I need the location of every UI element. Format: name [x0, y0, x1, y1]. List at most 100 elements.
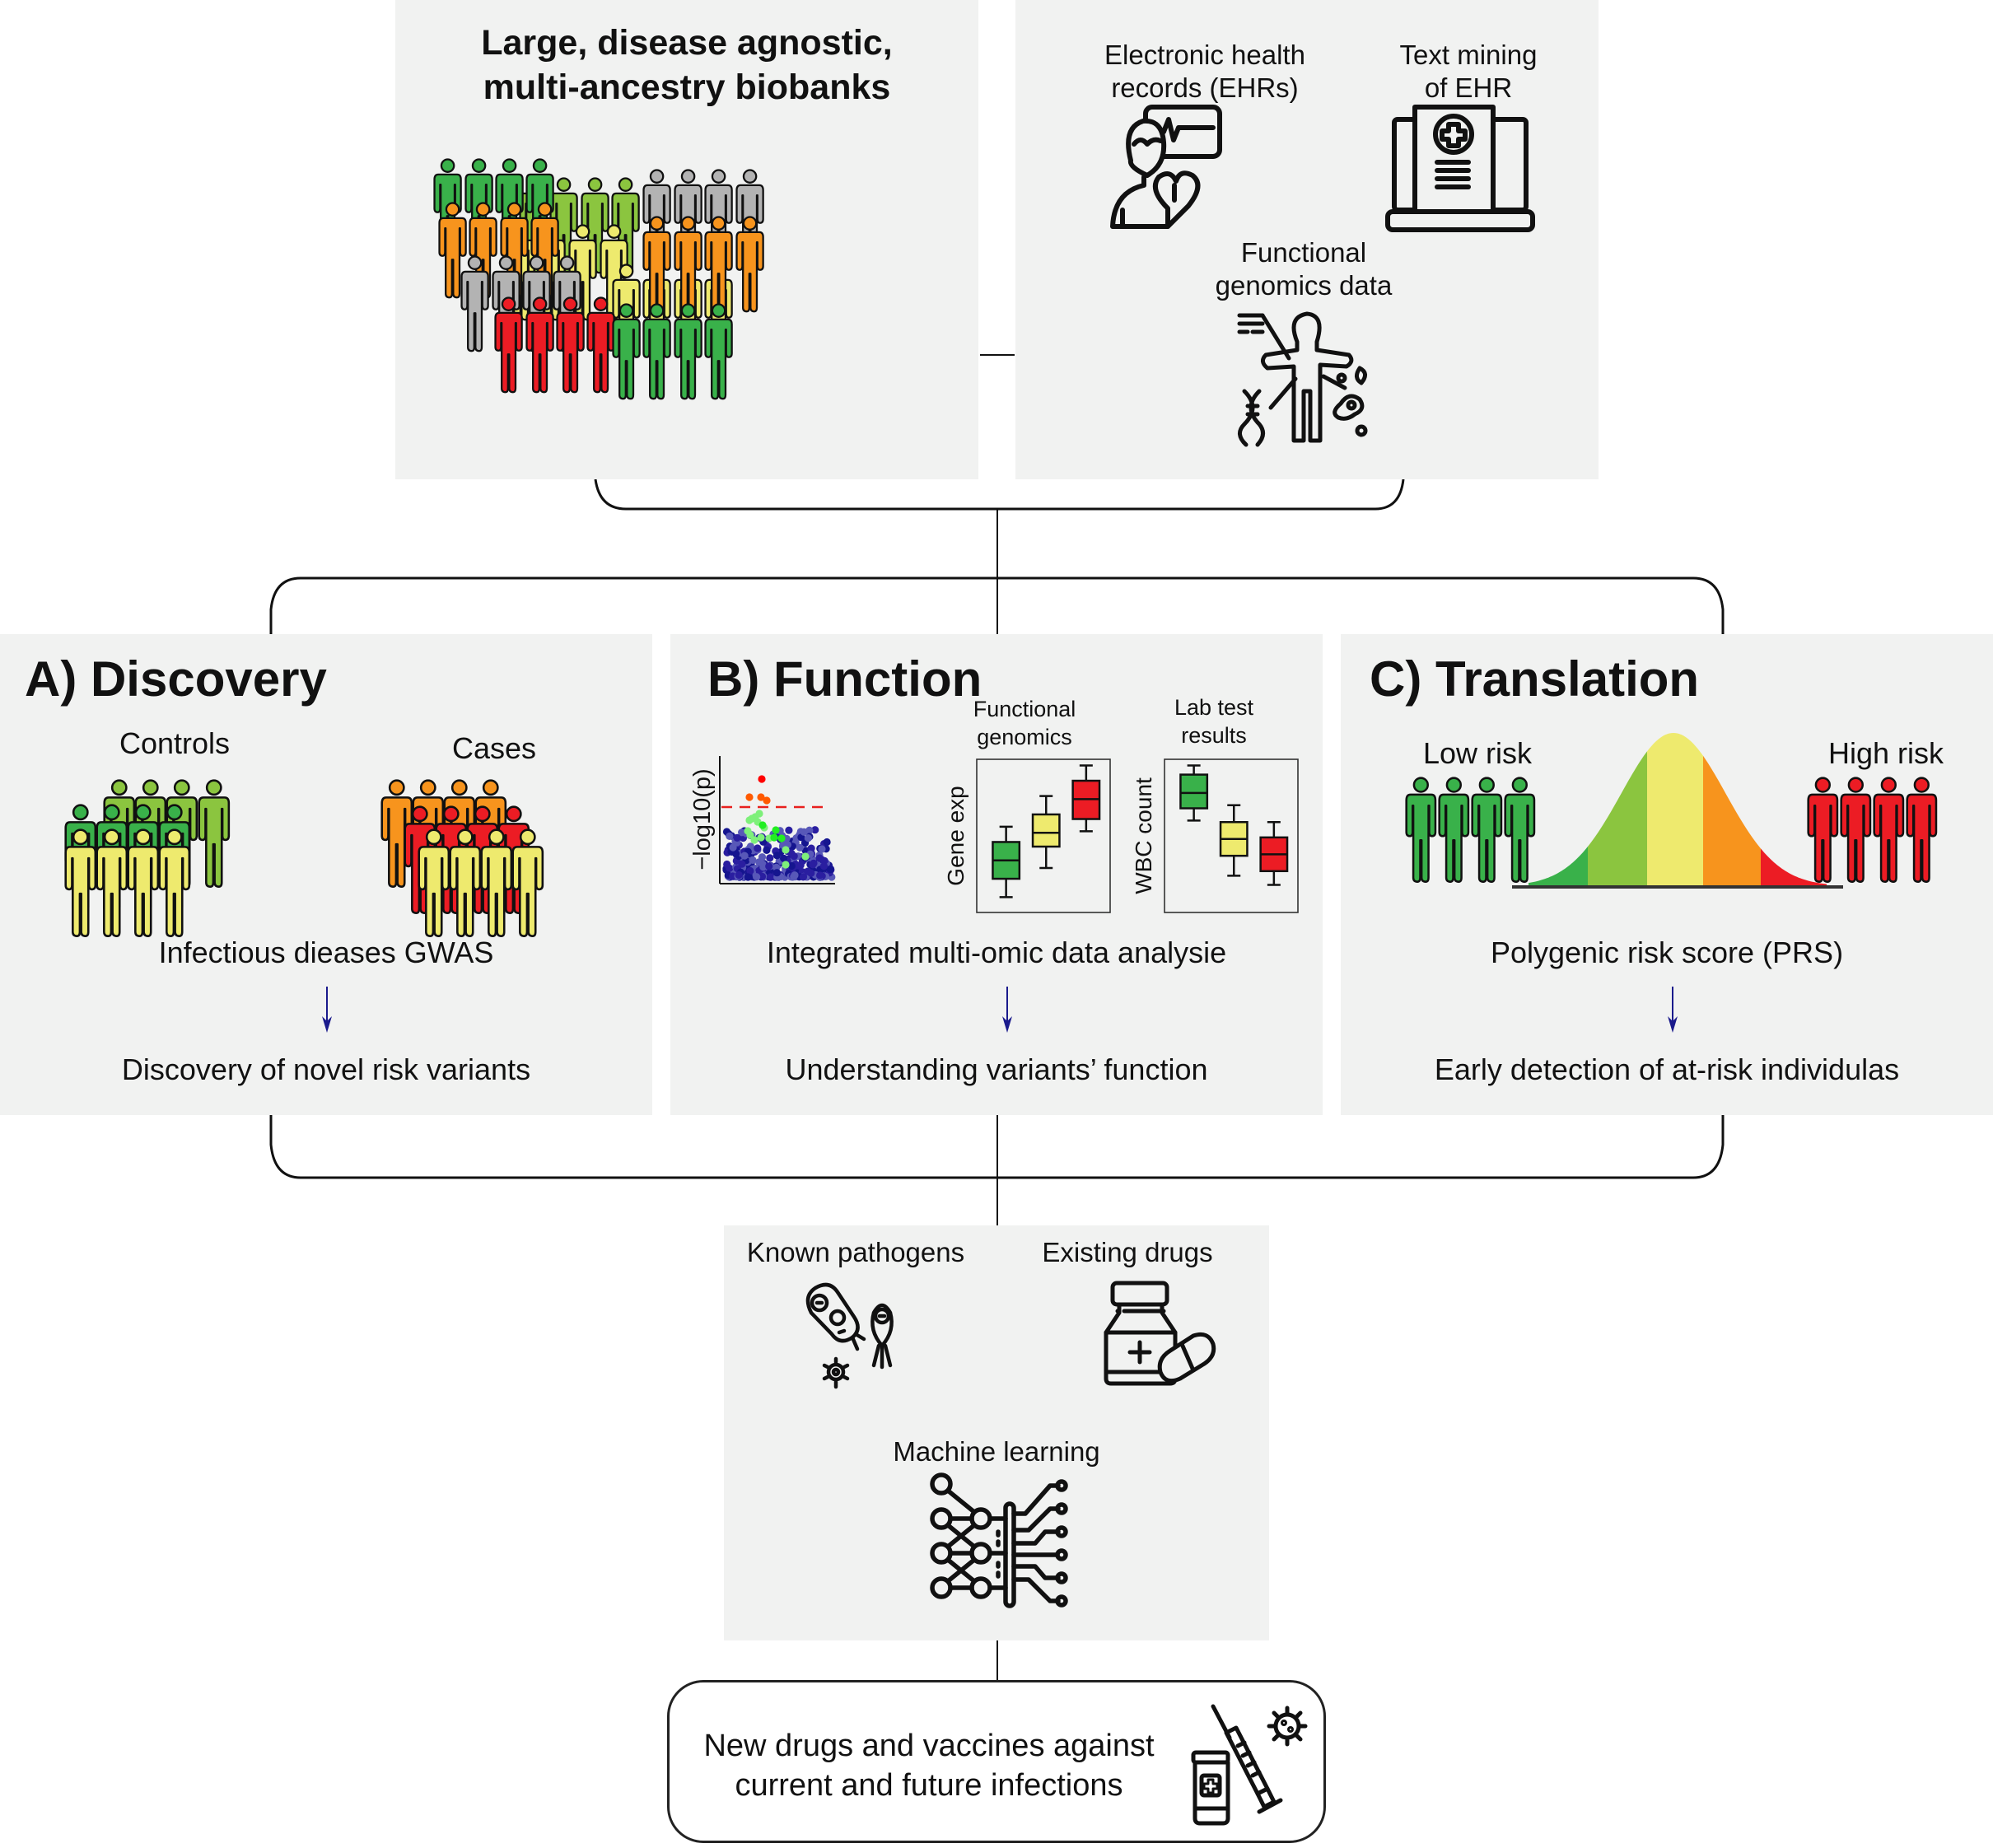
- manhattan-point: [745, 793, 754, 801]
- manhattan-point: [763, 796, 771, 805]
- manhattan-point: [757, 793, 765, 801]
- manhattan-point: [754, 844, 762, 852]
- person-icon: [586, 296, 615, 394]
- high-risk-person-icon: [1840, 777, 1872, 883]
- person-icon: [449, 828, 482, 938]
- controls-label: Controls: [119, 726, 231, 760]
- resources-panel: Known pathogens Existing drugs: [724, 1225, 1269, 1640]
- prs-segment-lowest: [1529, 846, 1588, 886]
- manhattan-point: [782, 861, 790, 869]
- machine-learning-label: Machine learning: [893, 1436, 1100, 1467]
- manhattan-point: [765, 862, 773, 870]
- person-icon: [704, 216, 733, 313]
- panel-discovery: A) Discovery Controls Cases Infectious d…: [0, 634, 652, 1115]
- manhattan-point: [772, 869, 781, 877]
- manhattan-point: [811, 826, 819, 834]
- manhattan-point: [733, 833, 741, 842]
- prs-segment-middle: [1647, 733, 1703, 886]
- manhattan-point: [791, 871, 799, 880]
- manhattan-point: [755, 810, 763, 818]
- gene-exp-chart-ylabel: Gene exp: [943, 786, 968, 885]
- bacteria-virus-icon: [805, 1282, 894, 1389]
- person-icon: [438, 202, 467, 299]
- manhattan-point: [759, 863, 768, 871]
- panel-discovery-title: A) Discovery: [25, 651, 327, 707]
- person-icon: [525, 296, 554, 394]
- person-icon: [511, 828, 544, 938]
- manhattan-point: [758, 821, 767, 829]
- manhattan-point: [723, 860, 731, 869]
- laptop-medical-record-icon: [1385, 105, 1535, 232]
- manhattan-point: [818, 845, 826, 853]
- down-arrow-icon: [322, 987, 332, 1033]
- manhattan-point: [748, 814, 756, 823]
- manhattan-point: [807, 869, 815, 877]
- manhattan-point: [770, 833, 778, 842]
- person-icon: [494, 296, 523, 394]
- manhattan-ylabel: −log10(p): [689, 768, 716, 870]
- manhattan-point: [787, 849, 796, 857]
- down-arrow-icon: [1668, 987, 1678, 1033]
- manhattan-point: [729, 843, 737, 852]
- person-icon: [96, 828, 128, 938]
- person-icon: [704, 303, 733, 400]
- panel-discovery-outcome: Discovery of novel risk variants: [121, 1052, 531, 1086]
- manhattan-point: [726, 832, 734, 840]
- low-risk-person-icon: [1504, 777, 1536, 883]
- manhattan-point: [758, 775, 766, 783]
- manhattan-point: [823, 838, 831, 847]
- manhattan-point: [782, 846, 790, 854]
- panel-function-method: Integrated multi-omic data analysie: [766, 936, 1227, 969]
- manhattan-point: [810, 859, 818, 867]
- final-outcome-line2: current and future infections: [735, 1768, 1123, 1803]
- manhattan-point: [819, 862, 828, 870]
- person-icon: [735, 216, 764, 313]
- person-icon: [158, 828, 191, 938]
- high-risk-person-icon: [1906, 777, 1938, 883]
- wbc-chart-box-yellow: [1219, 804, 1249, 877]
- person-icon: [674, 216, 702, 313]
- gene-exp-chart-box-red: [1071, 764, 1101, 833]
- manhattan-point: [763, 846, 771, 854]
- panel-translation-title: C) Translation: [1370, 651, 1700, 707]
- manhattan-point: [807, 844, 815, 852]
- manhattan-point: [766, 854, 774, 862]
- crowd-of-people-icon: [433, 158, 764, 400]
- high-risk-label: High risk: [1827, 736, 1944, 770]
- manhattan-point: [750, 836, 758, 844]
- func-genomics-chart-title-line1: Functional: [973, 697, 1076, 721]
- manhattan-point: [744, 873, 752, 881]
- low-risk-label: Low risk: [1422, 736, 1533, 770]
- person-icon: [198, 779, 231, 889]
- high-risk-person-icon: [1807, 777, 1839, 883]
- person-icon: [480, 828, 513, 938]
- person-icon: [674, 303, 702, 400]
- panel-function: B) Function Functional genomics Lab test…: [670, 634, 1323, 1115]
- text-mining-label-line1: Text mining: [1399, 40, 1538, 70]
- gene-exp-chart-frame: [976, 758, 1111, 913]
- ehr-label-line1: Electronic health: [1104, 40, 1305, 70]
- neural-network-icon: [930, 1472, 1068, 1608]
- lab-test-chart-title-line1: Lab test: [1174, 695, 1254, 720]
- prs-segment-highest: [1761, 848, 1827, 886]
- manhattan-point: [749, 856, 757, 864]
- low-risk-person-icon: [1438, 777, 1470, 883]
- medicine-bottle-pill-icon: [1104, 1281, 1216, 1386]
- connector-mid-bracket: [269, 576, 1725, 634]
- low-risk-person-icon: [1471, 777, 1503, 883]
- wbc-chart-box-red: [1259, 821, 1289, 886]
- manhattan-point: [796, 843, 804, 852]
- wbc-chart-ylabel: WBC count: [1131, 777, 1156, 894]
- patient-monitor-heart-icon: [1110, 105, 1222, 229]
- body-dna-cell-icon: [1237, 311, 1368, 447]
- manhattan-point: [735, 870, 743, 880]
- prs-segment-low: [1588, 751, 1647, 886]
- manhattan-point: [787, 861, 796, 870]
- text-mining-label-line2: of EHR: [1424, 72, 1513, 103]
- ehr-label-line2: records (EHRs): [1111, 72, 1299, 103]
- person-icon: [127, 828, 160, 938]
- low-risk-person-icon: [1405, 777, 1437, 883]
- func-genomics-chart-title-line2: genomics: [977, 725, 1072, 749]
- panel-translation-outcome: Early detection of at-risk individulas: [1434, 1052, 1900, 1086]
- biobank-title-line1: Large, disease agnostic,: [481, 23, 893, 63]
